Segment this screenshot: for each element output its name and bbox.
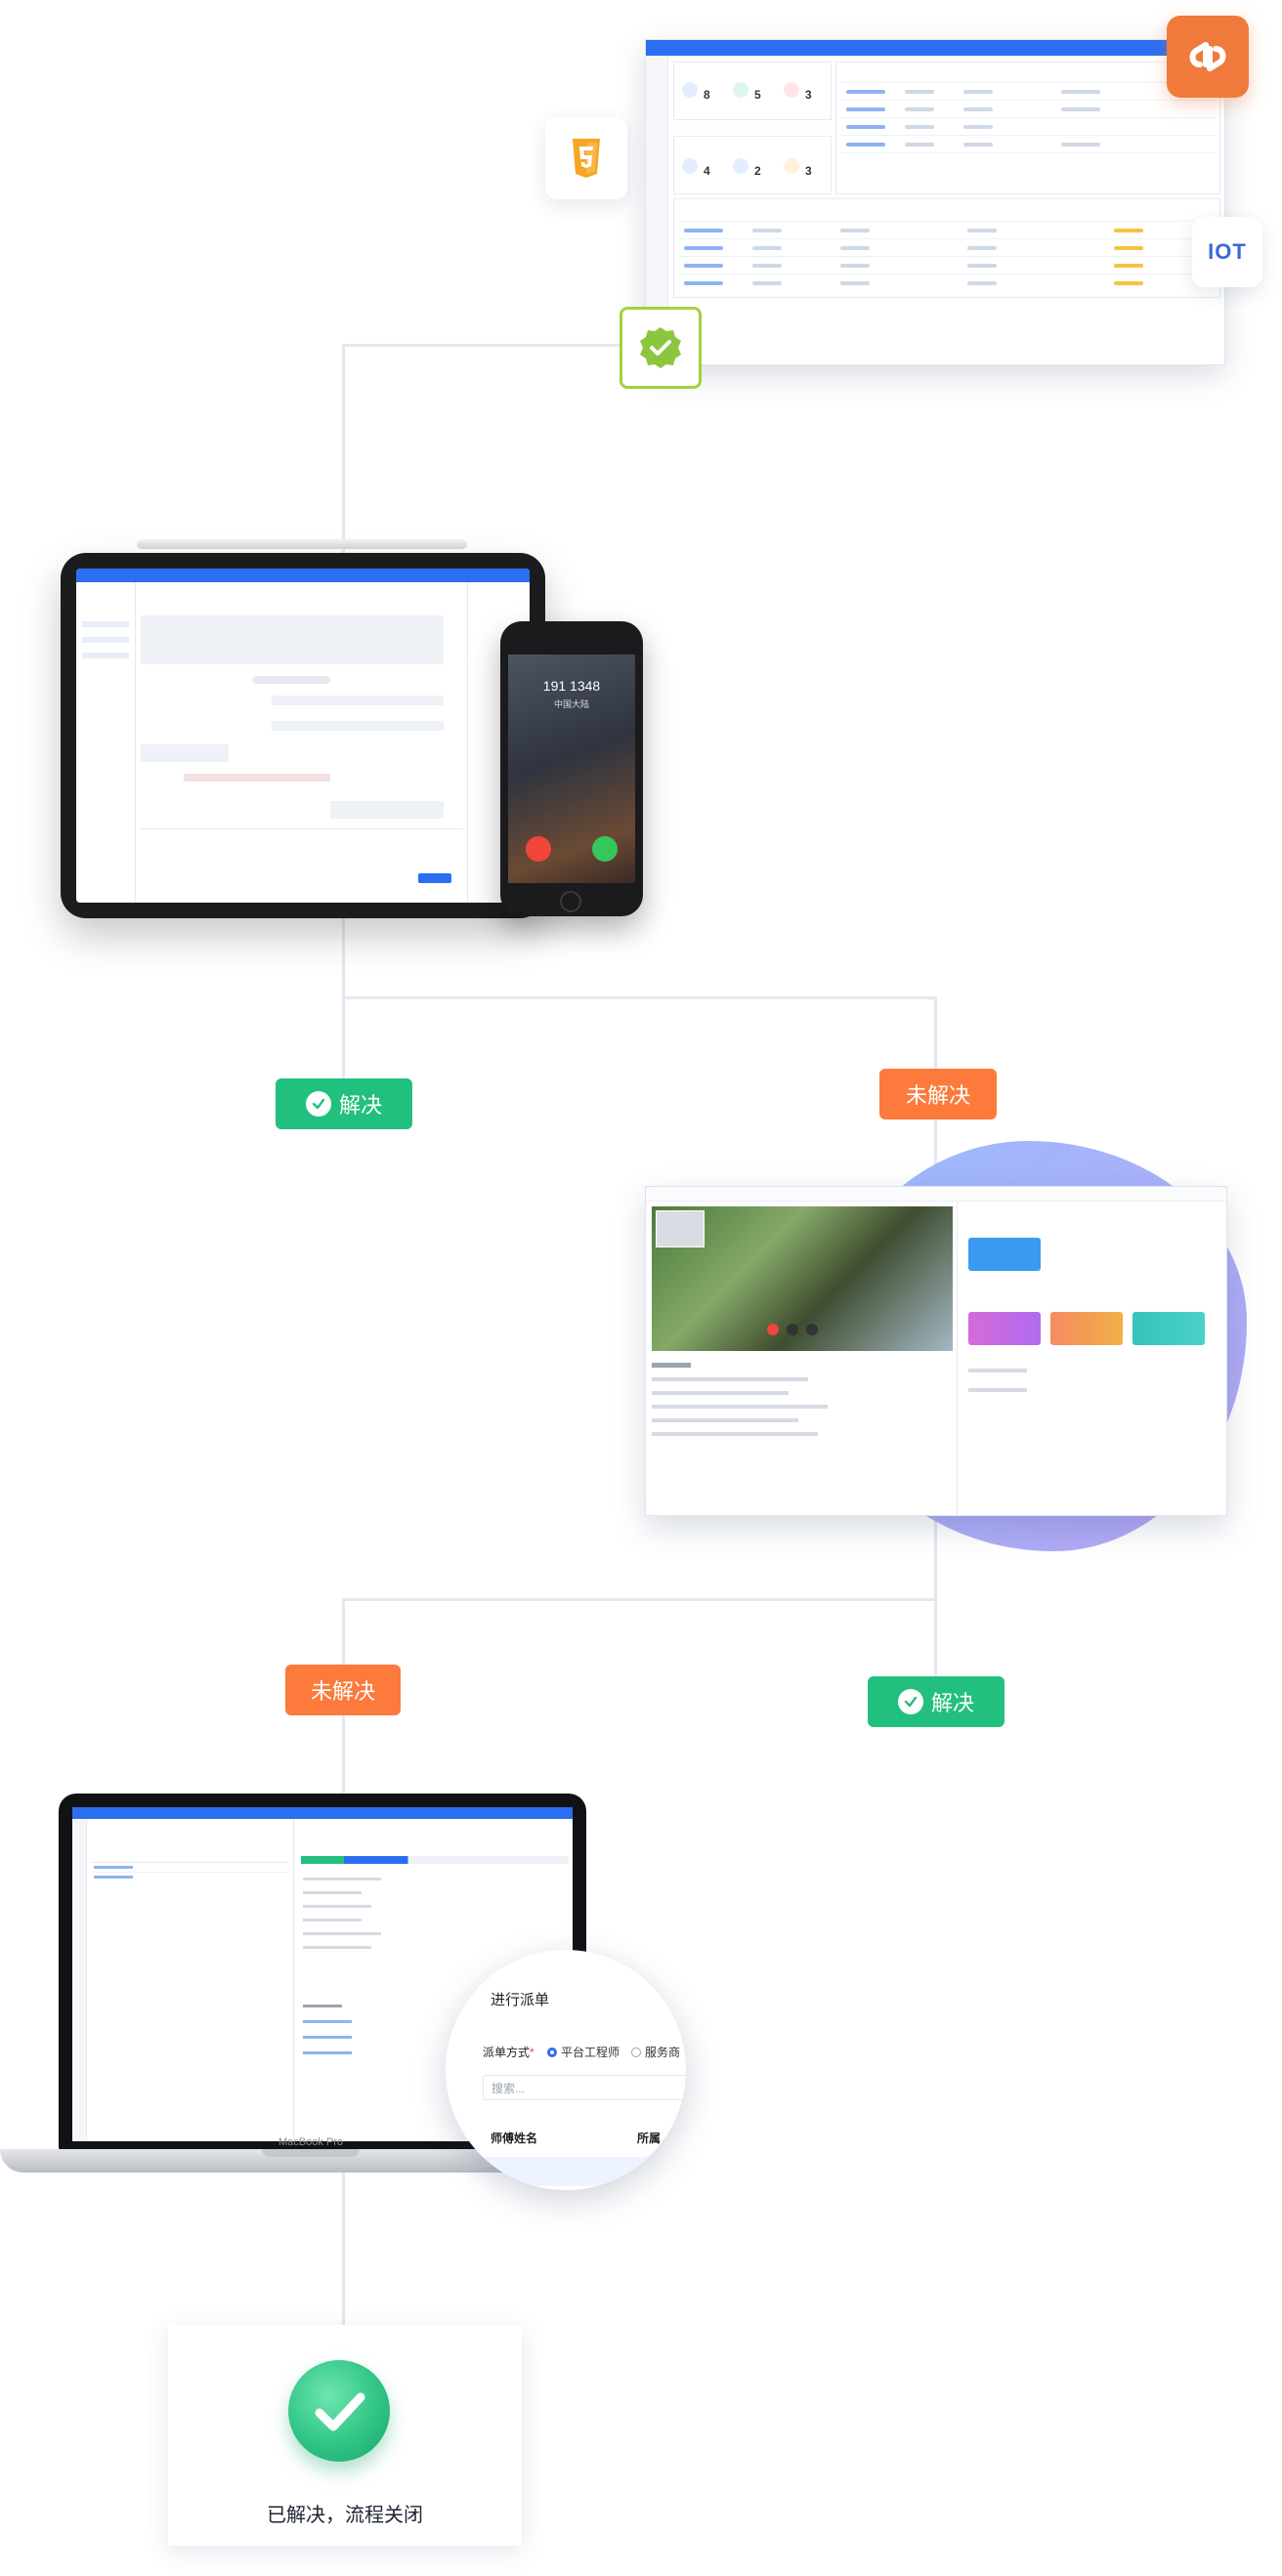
connector-top-h (342, 344, 621, 347)
check-icon (305, 1091, 331, 1117)
video-call-feed (652, 1206, 953, 1351)
resolved-badge-2: 解决 (868, 1676, 1004, 1727)
camera-button[interactable] (806, 1324, 818, 1335)
check-icon (897, 1689, 923, 1714)
stat-icon (733, 82, 748, 98)
dispatch-zoom-panel: 进行派单 派单方式* 平台工程师 服务商 搜索... 师傅姓名 所属 (446, 1950, 686, 2190)
tablet-app-header (76, 569, 530, 582)
dashboard-stats-panel: 8 5 3 (673, 62, 832, 120)
verified-icon (640, 327, 681, 368)
radio-unchecked-icon (631, 2047, 641, 2057)
radio-platform-engineer[interactable]: 平台工程师 (547, 2044, 620, 2060)
laptop-sidebar (72, 1819, 87, 2141)
col-belong: 所属 (637, 2132, 662, 2145)
connector-top (342, 344, 345, 555)
workorder-list-panel (88, 1819, 294, 2141)
dashboard-recent-table (673, 198, 1220, 298)
self-view-thumbnail (656, 1210, 705, 1247)
stat-icon (682, 82, 698, 98)
connector-split-h (342, 996, 936, 999)
accept-call-button[interactable] (592, 836, 618, 862)
mute-button[interactable] (787, 1324, 798, 1335)
chat-message-card (141, 615, 444, 664)
stat-icon (784, 158, 799, 174)
dispatch-method-label: 派单方式* (483, 2046, 534, 2059)
html5-icon (573, 139, 600, 178)
caller-region: 中国大陆 (553, 699, 589, 709)
tablet-device (61, 553, 545, 918)
laptop-app-header (72, 1807, 573, 1819)
dashboard-sidebar (646, 56, 668, 364)
caller-number: 191 1348 (542, 678, 601, 694)
tablet-conversation-list (76, 582, 136, 903)
dispatch-title: 进行派单 (491, 1992, 550, 2008)
incoming-call-screen: 191 1348 中国大陆 (508, 655, 635, 883)
unresolved-badge-1: 未解决 (879, 1069, 997, 1119)
hangup-button[interactable] (767, 1324, 779, 1335)
radio-service-provider[interactable]: 服务商 (631, 2044, 680, 2060)
workorder-dashboard-screenshot: 8 5 3 4 2 3 (645, 39, 1225, 365)
action-tile-orange[interactable] (1050, 1312, 1123, 1345)
action-tile-teal[interactable] (1132, 1312, 1205, 1345)
engineer-search-input[interactable]: 搜索... (483, 2075, 686, 2100)
dashboard-header-bar (646, 40, 1224, 56)
process-closed-card: 已解决，流程关闭 (168, 2325, 522, 2546)
send-button[interactable] (418, 873, 451, 883)
dashboard-stats-panel-2: 4 2 3 (673, 136, 832, 194)
radio-checked-icon (547, 2047, 557, 2057)
video-window-titlebar (646, 1187, 1226, 1202)
phone-device: 191 1348 中国大陆 (500, 621, 643, 916)
video-call-window (645, 1186, 1227, 1516)
big-check-icon (288, 2360, 390, 2462)
stylus-pencil (137, 539, 467, 549)
final-status-text: 已解决，流程关闭 (267, 2505, 423, 2526)
action-tile-pink[interactable] (968, 1312, 1041, 1345)
dashboard-pending-table (835, 62, 1220, 194)
workorder-detail-panel (297, 1819, 573, 2141)
customer-info (652, 1363, 945, 1436)
action-tile-blue[interactable] (968, 1238, 1041, 1271)
home-button (560, 891, 581, 912)
decline-call-button[interactable] (526, 836, 551, 862)
unresolved-badge-2: 未解决 (285, 1665, 401, 1715)
html5-logo (545, 117, 627, 199)
resolved-badge-1: 解决 (276, 1078, 412, 1129)
engineer-row[interactable] (475, 2157, 686, 2186)
laptop-notch (262, 2149, 360, 2157)
connector-bottom (342, 2173, 345, 2325)
mini-program-logo (1167, 16, 1249, 98)
link-icon (1189, 42, 1226, 71)
verified-check-badge (620, 307, 702, 389)
connector-split2-h (342, 1598, 936, 1601)
laptop-model-label: MacBook Pro (278, 2136, 344, 2148)
tablet-chat-screen (76, 569, 530, 903)
iot-logo: IOT (1192, 217, 1262, 287)
tablet-customer-panel (467, 582, 530, 903)
col-engineer-name: 师傅姓名 (491, 2132, 538, 2145)
stat-icon (682, 158, 698, 174)
stat-icon (784, 82, 799, 98)
stat-icon (733, 158, 748, 174)
